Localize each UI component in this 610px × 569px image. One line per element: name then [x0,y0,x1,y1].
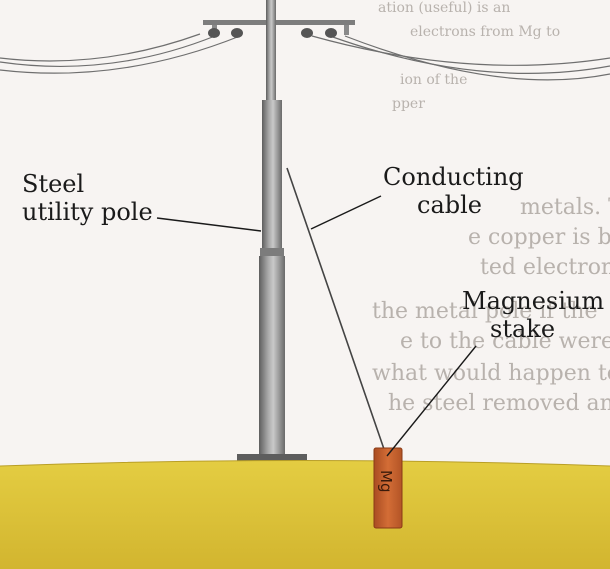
background-text-line: metals. This is great for [520,195,610,220]
background-text-line: the metal pole if the [372,299,597,324]
steel-pole-label-line-2: utility pole [22,198,153,226]
background-text-line: ation (useful) is an [378,0,510,16]
power-lines [0,33,610,81]
leader-line-pole [156,217,262,232]
background-text-line: he steel removed and to [388,391,610,416]
background-text-line: what would happen to pro [372,361,610,386]
background-text-line: ion of the [400,72,467,88]
conducting-cable [286,167,386,453]
leader-lines [156,195,477,457]
magnesium-stake: Mg [373,447,403,529]
steel-pole-label-line-1: Steel [22,170,85,198]
leader-line-cable [310,195,382,230]
leader-line-stake [386,345,477,457]
background-text-line: e copper is buried in [468,225,610,250]
background-text-line: electrons from Mg to [410,24,560,40]
conducting-cable-label: Conducting cable [383,163,524,219]
background-text-line: pper [392,96,425,112]
magnesium-stake-label: Magnesium stake [462,287,604,343]
steel-pole-label: Steel utility pole [22,170,153,226]
stake-symbol: Mg [377,470,395,492]
insulators [208,28,337,38]
steel-utility-pole [237,0,307,463]
magnesium-stake-label-line-2: stake [490,315,556,343]
background-text-line: e to the cable were cut [400,329,610,354]
ground [0,460,610,569]
magnesium-stake-label-line-1: Magnesium [462,287,605,315]
conducting-cable-label-line-1: Conducting [383,163,524,191]
background-text-line: ted electrons electrons [480,255,610,280]
conducting-cable-label-line-2: cable [417,191,482,219]
